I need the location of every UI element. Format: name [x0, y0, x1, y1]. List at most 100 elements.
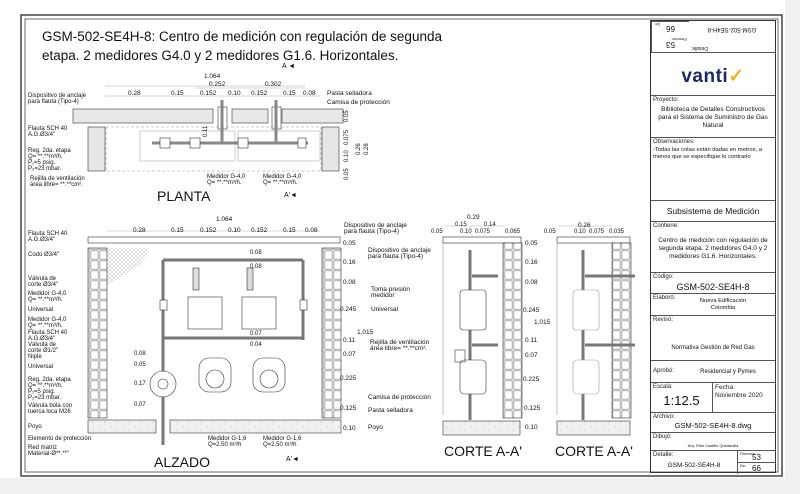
right-dim: 1.015: [357, 329, 374, 336]
subsistema-row: Subsistema de Medición: [651, 201, 775, 222]
vdim: 0.05: [344, 110, 350, 122]
elaboro-label: Elaboró:: [653, 295, 676, 301]
dibujo-row: Dibujó: Arq. Pilar Castillo Quintanilla: [651, 433, 775, 451]
left-label: Válvula de: [28, 342, 57, 348]
de-label: De:: [740, 463, 747, 468]
dim: 0.152: [251, 227, 268, 234]
right-dim: 0.125: [524, 405, 541, 412]
dim: 0.035: [609, 229, 625, 235]
left-label: Codo Ø3/4": [28, 252, 60, 258]
dim: 0.15: [171, 90, 184, 97]
dim: 0.08: [303, 90, 316, 97]
right-dim: 0.07: [343, 351, 356, 358]
detalle-value-rotated: GSM-502-SE4H-8: [707, 26, 757, 32]
right-dim: 0.05: [343, 240, 356, 247]
label-anclaje: para flauta (Tipo-4): [368, 253, 424, 260]
dim-total: 0.29: [467, 214, 480, 221]
vdim: 0.11: [203, 125, 209, 137]
detalle-value: GSM-502-SE4H-8: [667, 462, 721, 469]
planta-drawing: [72, 85, 344, 172]
detalle-label: Detalle:: [653, 452, 674, 458]
left-label: Válvula bola con: [28, 403, 73, 409]
left-label: Universal: [28, 364, 54, 370]
left-dim: 0.07: [134, 402, 146, 408]
subsistema-value: Subsistema de Medición: [666, 206, 760, 216]
corte2-drawing: [556, 225, 635, 436]
right-dim: 0.16: [343, 259, 356, 266]
vdim: 0.05: [344, 168, 350, 180]
left-label: Q= **.**m³/h.: [28, 323, 63, 329]
label-rejilla: área libre= **.**cm².: [370, 345, 428, 352]
alzado-drawing: [87, 230, 342, 445]
right-dim: 0.05: [525, 240, 538, 247]
inner-dim: 0.08: [250, 250, 262, 256]
dim: 0.10: [228, 227, 241, 234]
label-regulador: Reg. 2da. etapa: [28, 148, 71, 154]
dim: 0.075: [475, 229, 491, 235]
elaboro-value: Nueva Edificación Colombia: [699, 298, 747, 311]
detalle-label-rotated: Detalle:: [691, 45, 708, 51]
left-dim: 0.08: [134, 351, 146, 357]
label-medidor: Medidor G-4,0: [207, 174, 246, 180]
label-flauta: Flauta SCH 40: [28, 126, 68, 132]
dim-left: 0.252: [209, 81, 226, 88]
label-medidor-g16: Q=2.50 m³/h: [263, 442, 297, 448]
label-anclaje: para flauta (Tipo-4): [344, 228, 400, 235]
drawing-title: GSM-502-SE4H-8: Centro de medición con r…: [42, 27, 442, 65]
label-camisa: Camisa de protección: [327, 99, 390, 106]
left-label: Q= **.**m³/h.: [28, 383, 63, 389]
reviso-label: Revisó:: [653, 317, 674, 323]
de-value: 66: [752, 464, 761, 473]
left-label: Niple: [28, 354, 42, 360]
left-label: tuerca loca M26: [28, 409, 71, 415]
archivo-row: Archivo: GSM-502-SE4H-8.dwg: [651, 413, 775, 433]
left-label: Elemento de protección: [28, 436, 92, 442]
right-dim: 0.225: [340, 375, 357, 382]
dim-right: 0.302: [265, 81, 282, 88]
dim: 0.28: [128, 90, 141, 97]
right-dim: 1.015: [534, 319, 551, 326]
proyecto-label: Proyecto:: [653, 97, 679, 103]
right-dim: 0.10: [343, 425, 356, 432]
left-label: Flauta SCH 40: [28, 231, 68, 237]
dim: 0.152: [200, 227, 217, 234]
dim: 0.10: [228, 90, 241, 97]
section-marker-a-prime: A'◄: [284, 192, 297, 199]
section-marker-a: A ◄: [282, 63, 296, 70]
proyecto-value: Biblioteca de Detalles Constructivos par…: [658, 106, 768, 129]
label-anclaje: Dispositivo de anclaje: [344, 222, 407, 229]
inner-dim: 0.04: [250, 342, 262, 348]
title-line-2: etapa. 2 medidores G4.0 y 2 medidores G1…: [42, 48, 399, 63]
escala-fecha-row: Escala: 1:12.5 Fecha: Noviembre 2020: [651, 383, 775, 413]
right-dim: 0.08: [525, 279, 538, 286]
right-dim: 0.07: [525, 352, 538, 359]
plancha-value: 53: [752, 453, 761, 462]
dim: 0.15: [283, 90, 296, 97]
reviso-value: Normativa Gestión de Red Gas: [671, 345, 755, 351]
left-label: Reg. 2da. etapa: [28, 377, 71, 383]
de-label-rotated: De:: [654, 22, 661, 27]
label-anclaje: para flauta (Tipo-4): [28, 99, 79, 105]
label-regulador: P₂=23 mbar.: [28, 166, 62, 172]
label-regulador: P₁=5 psig.: [28, 160, 56, 166]
dim: 0.15: [171, 227, 184, 234]
inner-dim: 0.07: [250, 331, 262, 337]
label-poyo: Poyo: [368, 424, 383, 431]
logo-area: vanti✓: [651, 53, 775, 96]
dim: 0.10: [460, 229, 472, 235]
right-dim: 0.225: [523, 376, 540, 383]
vdim: 0.075: [344, 129, 350, 145]
corte1-drawing: [442, 225, 523, 436]
section-marker-a-prime: A'◄: [286, 456, 299, 463]
label-toma-presion: Toma presión: [371, 286, 411, 293]
label-universal: Universal: [371, 306, 399, 313]
right-dim: 0.245: [340, 306, 357, 313]
label-rejilla: Rejilla de ventilación: [30, 176, 85, 182]
dim: 0.075: [589, 229, 605, 235]
dim: 0.14: [484, 222, 496, 228]
right-dim: 0.11: [525, 337, 538, 344]
sheet-ref-rotated: 66 De: 53 Plancha: GSM-502-SE4H-8 Detall…: [651, 21, 775, 53]
right-dim: 0.16: [525, 259, 538, 266]
detalle-row: Detalle: GSM-502-SE4H-8 Plancha: 53 De: …: [651, 451, 775, 474]
